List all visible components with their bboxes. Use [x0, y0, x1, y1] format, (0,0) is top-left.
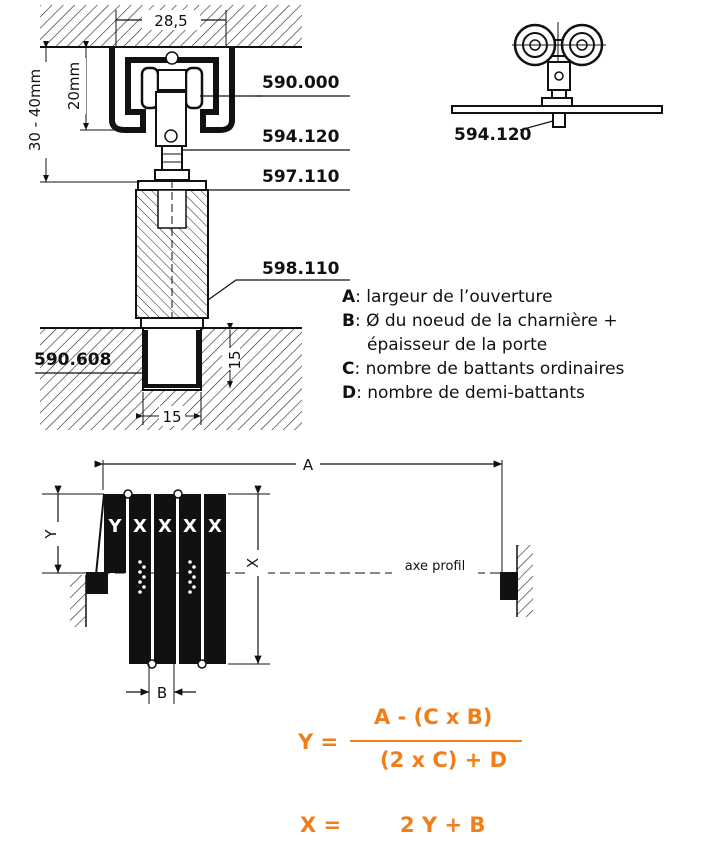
fraction-bar: [350, 740, 522, 742]
part-598110: 598.110: [262, 259, 340, 279]
axis-label: axe profil: [405, 559, 465, 574]
track-profile: [109, 47, 235, 181]
handle-dot: [138, 590, 142, 594]
legend-item-c: C: nombre de battants ordinaires: [342, 359, 625, 379]
part-594120: 594.120: [262, 127, 340, 147]
side-view-carriage: 594.120: [451, 22, 663, 145]
panel-label: X: [158, 516, 172, 537]
handle-dot: [138, 560, 142, 564]
dim-heights: 30 - 40mm 20mm: [26, 41, 140, 183]
formula-x-rhs: 2 Y + B: [400, 813, 486, 837]
handle-dot: [188, 580, 192, 584]
hinge-knuckle: [173, 489, 183, 499]
handle-dot: [138, 570, 142, 574]
handle-dot: [142, 575, 146, 579]
panel: [129, 494, 151, 664]
hinge-knuckle: [123, 489, 133, 499]
part-594120-side: 594.120: [454, 125, 532, 145]
dim-y-label: Y: [42, 529, 60, 540]
handle-dot: [138, 580, 142, 584]
panel: [204, 494, 226, 664]
handle-dot: [192, 575, 196, 579]
dim-x-label: X: [244, 558, 262, 568]
part-590608: 590.608: [34, 350, 111, 370]
handle-dot: [188, 570, 192, 574]
panel-label: X: [183, 516, 197, 537]
formula-y-lhs: Y =: [298, 730, 339, 754]
half-panel: [104, 494, 126, 573]
door-section: [135, 180, 209, 340]
panel-label: Y: [107, 516, 122, 537]
handle-dot: [142, 565, 146, 569]
hinge-knuckle: [147, 659, 157, 669]
handle-dot: [192, 585, 196, 589]
formula-x-lhs: X =: [300, 813, 342, 837]
handle-dot: [192, 565, 196, 569]
dim-height-inner-label: 20mm: [65, 62, 83, 110]
formula-y-numerator: A - (C x B): [374, 705, 493, 729]
dim-a-label: A: [303, 456, 314, 474]
panel-label: X: [208, 516, 222, 537]
legend-item-b: B: Ø du noeud de la charnière +: [342, 311, 618, 331]
panel: [154, 494, 176, 664]
dim-slot-width-label: 15: [162, 408, 181, 426]
legend-item-a: A: largeur de l’ouverture: [342, 287, 553, 307]
panel: [179, 494, 201, 664]
part-callouts: 590.000 594.120 597.110 598.110 590.608: [34, 73, 350, 374]
handle-dot: [142, 585, 146, 589]
dim-b-label: B: [157, 684, 167, 702]
handle-dot: [188, 590, 192, 594]
dim-top-width: 28,5: [115, 10, 227, 48]
dim-top-width-label: 28,5: [154, 12, 187, 30]
dim-slot-height-label: 15: [226, 350, 244, 369]
legend-item-d: D: nombre de demi-battants: [342, 383, 585, 403]
panel-label: X: [133, 516, 147, 537]
part-590000: 590.000: [262, 73, 340, 93]
legend-item-b-continuation: épaisseur de la porte: [367, 335, 548, 355]
hinge-knuckle: [197, 659, 207, 669]
part-597110: 597.110: [262, 167, 340, 187]
formula-y-denominator: (2 x C) + D: [380, 748, 508, 772]
handle-dot: [188, 560, 192, 564]
legend: A: largeur de l’ouverture B: Ø du noeud …: [342, 285, 624, 405]
dim-slot: 15 15: [136, 323, 244, 426]
dim-height-range-label: 30 - 40mm: [26, 69, 44, 151]
